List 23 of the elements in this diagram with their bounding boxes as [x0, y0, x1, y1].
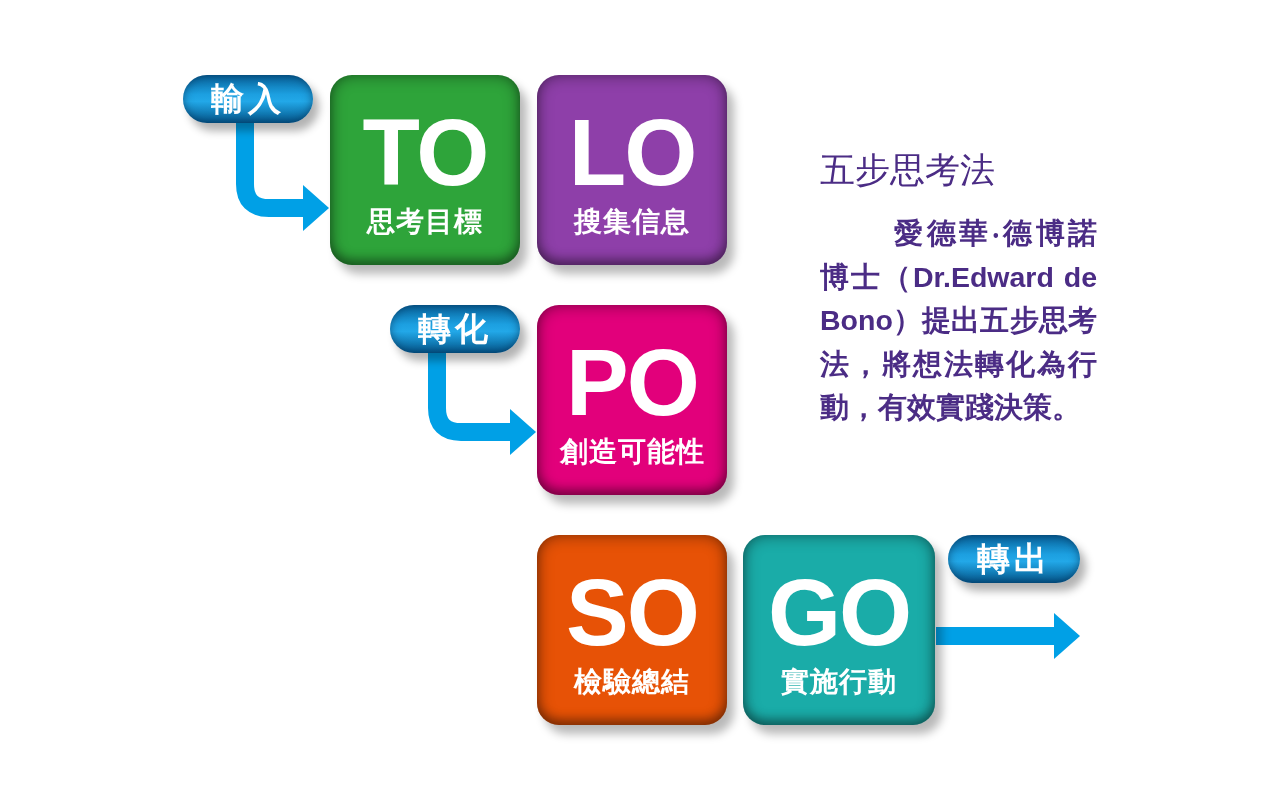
step-code: GO: [767, 569, 911, 657]
step-tile: [743, 535, 935, 725]
step-title: 實施行動: [781, 665, 897, 699]
step-title: 搜集信息: [574, 205, 690, 239]
step-title: 思考目標: [367, 205, 483, 239]
description-text: 愛德華‧德博諾博士（Dr.Edward de Bono）提出五步思考法，將想法轉化為行動，有效實踐決策。: [820, 216, 1097, 425]
step-tile: [537, 535, 727, 725]
step-tile: [330, 75, 520, 265]
arrow: [428, 353, 536, 455]
arrow: [936, 613, 1080, 659]
step-code: TO: [362, 109, 488, 197]
stage-tag: 輸入: [183, 75, 313, 123]
step-title: 檢驗總結: [574, 665, 690, 699]
stage-tag: 轉出: [948, 535, 1080, 583]
step-tile: [537, 305, 727, 495]
step-code: LO: [568, 109, 696, 197]
arrow: [236, 123, 329, 231]
stage-tag: 轉化: [390, 305, 520, 353]
diagram-title: 五步思考法: [820, 149, 995, 191]
step-title: 創造可能性: [559, 435, 705, 469]
step-code: SO: [566, 569, 698, 657]
step-tile: [537, 75, 727, 265]
step-code: PO: [566, 339, 698, 427]
